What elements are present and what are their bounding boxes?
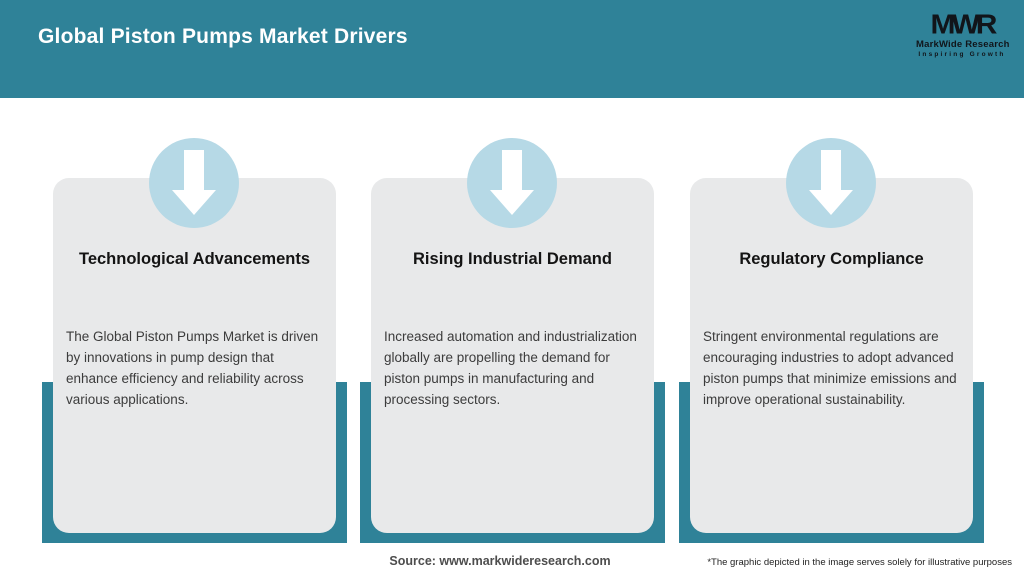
source-text: Source: www.markwideresearch.com <box>389 554 611 568</box>
page-title: Global Piston Pumps Market Drivers <box>38 25 408 48</box>
down-arrow-icon <box>149 138 239 228</box>
driver-card-regulatory-compliance: Regulatory Compliance Stringent environm… <box>679 138 984 543</box>
down-arrow-icon <box>786 138 876 228</box>
card-title: Rising Industrial Demand <box>413 250 612 268</box>
driver-card-rising-industrial-demand: Rising Industrial Demand Increased autom… <box>360 138 665 543</box>
header: Global Piston Pumps Market Drivers MWR M… <box>0 0 1024 98</box>
markwide-research-logo: MWR MarkWide Research Inspiring Growth <box>916 9 1010 58</box>
logo-acronym: MWR <box>930 9 998 40</box>
logo-tagline: Inspiring Growth <box>918 51 1006 58</box>
card-title: Technological Advancements <box>78 250 311 268</box>
card-body-text: Increased automation and industrializati… <box>384 329 637 407</box>
driver-card-technological-advancements: Technological Advancements The Global Pi… <box>42 138 347 543</box>
down-arrow-icon <box>467 138 557 228</box>
logo-name: MarkWide Research <box>916 39 1010 50</box>
card-body-text: The Global Piston Pumps Market is driven… <box>66 329 319 407</box>
card-panel: Technological Advancements The Global Pi… <box>53 178 336 533</box>
card-panel: Regulatory Compliance Stringent environm… <box>690 178 973 533</box>
card-body-text: Stringent environmental regulations are … <box>703 329 957 407</box>
card-title: Regulatory Compliance <box>739 250 924 268</box>
disclaimer-text: *The graphic depicted in the image serve… <box>707 557 1012 568</box>
card-panel: Rising Industrial Demand Increased autom… <box>371 178 654 533</box>
